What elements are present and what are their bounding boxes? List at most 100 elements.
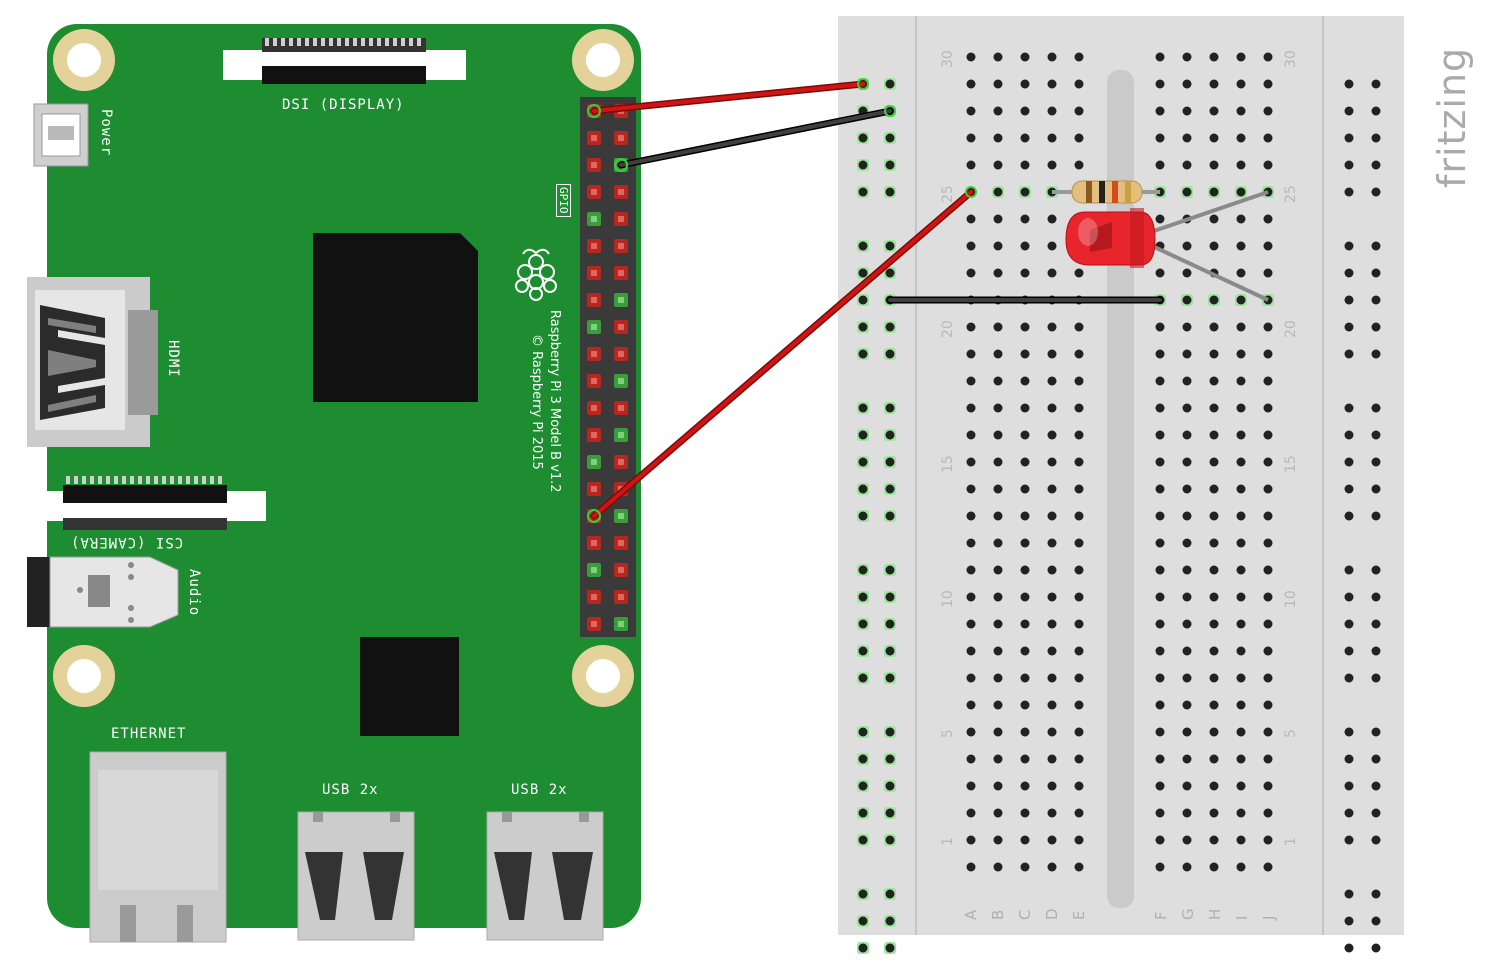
- resistor-band: [1099, 181, 1105, 203]
- power-rail-hole: [1371, 430, 1381, 440]
- breadboard-hole: [1047, 268, 1057, 278]
- breadboard-hole: [1209, 241, 1219, 251]
- breadboard-hole: [966, 133, 976, 143]
- breadboard-hole: [1020, 133, 1030, 143]
- breadboard-hole: [1263, 79, 1273, 89]
- breadboard-hole: [1020, 727, 1030, 737]
- breadboard-hole: [993, 79, 1003, 89]
- power-rail-hole: [1371, 511, 1381, 521]
- dsi-pin: [353, 38, 357, 46]
- breadboard-hole: [966, 484, 976, 494]
- power-rail-hole: [1371, 835, 1381, 845]
- breadboard-hole: [1155, 646, 1165, 656]
- power-rail-hole: [885, 187, 895, 197]
- breadboard-hole: [1182, 484, 1192, 494]
- breadboard-hole: [1263, 673, 1273, 683]
- breadboard-hole: [1182, 781, 1192, 791]
- breadboard-hole: [1047, 781, 1057, 791]
- gpio-pin-center: [591, 324, 597, 330]
- breadboard-hole: [1182, 673, 1192, 683]
- breadboard-hole: [1182, 241, 1192, 251]
- hdmi-port: [27, 277, 158, 447]
- power-rail-hole: [858, 835, 868, 845]
- power-label: Power: [98, 109, 114, 157]
- breadboard-hole: [1047, 565, 1057, 575]
- breadboard-hole: [1263, 619, 1273, 629]
- breadboard-hole: [966, 241, 976, 251]
- breadboard-hole: [1263, 808, 1273, 818]
- power-rail-hole: [1344, 133, 1354, 143]
- raspberry-logo: [515, 248, 557, 301]
- dsi-pin: [337, 38, 341, 46]
- gpio-pin-center: [618, 243, 624, 249]
- power-rail-hole: [858, 646, 868, 656]
- gpio-pin-center: [591, 486, 597, 492]
- breadboard-hole: [1182, 592, 1192, 602]
- breadboard-hole: [1182, 376, 1192, 386]
- breadboard-hole: [993, 781, 1003, 791]
- breadboard-hole: [993, 862, 1003, 872]
- column-letter-d: D: [1043, 908, 1061, 920]
- breadboard-hole: [1263, 241, 1273, 251]
- board-copyright-text: © Raspberry Pi 2015: [529, 334, 544, 470]
- breadboard-hole: [1263, 457, 1273, 467]
- gpio-pin-center: [591, 621, 597, 627]
- gpio-pin-center: [591, 378, 597, 384]
- row-number-1-right: 1: [1283, 837, 1299, 846]
- breadboard-hole: [1020, 403, 1030, 413]
- breadboard-hole: [993, 511, 1003, 521]
- power-rail-hole: [1344, 754, 1354, 764]
- lan-chip: [360, 637, 459, 736]
- breadboard-hole: [1155, 430, 1165, 440]
- center-channel: [1107, 70, 1134, 908]
- breadboard-hole: [966, 430, 976, 440]
- breadboard-hole: [1047, 214, 1057, 224]
- breadboard-hole: [966, 754, 976, 764]
- breadboard-hole: [1074, 376, 1084, 386]
- breadboard-hole: [1074, 673, 1084, 683]
- csi-pin: [146, 476, 150, 484]
- breadboard-hole: [1020, 565, 1030, 575]
- power-rail-hole: [885, 403, 895, 413]
- breadboard-hole: [1074, 619, 1084, 629]
- csi-pin: [218, 476, 222, 484]
- usb-port-2: [486, 811, 604, 941]
- breadboard-hole: [1155, 781, 1165, 791]
- gpio-pin-center: [618, 459, 624, 465]
- power-rail-hole: [1371, 457, 1381, 467]
- column-letter-e: E: [1070, 910, 1088, 920]
- breadboard-hole: [1263, 565, 1273, 575]
- breadboard-hole: [1182, 619, 1192, 629]
- breadboard-hole: [1155, 376, 1165, 386]
- breadboard-hole: [1236, 646, 1246, 656]
- csi-pin: [186, 476, 190, 484]
- column-letter-j: J: [1260, 915, 1278, 920]
- csi-pin: [210, 476, 214, 484]
- breadboard-hole: [1209, 295, 1219, 305]
- power-rail-hole: [858, 808, 868, 818]
- breadboard-hole: [1182, 349, 1192, 359]
- csi-pin: [74, 476, 78, 484]
- breadboard-hole: [966, 565, 976, 575]
- power-rail-hole: [1371, 349, 1381, 359]
- breadboard-hole: [966, 646, 976, 656]
- power-rail-hole: [1371, 241, 1381, 251]
- breadboard-hole: [966, 52, 976, 62]
- breadboard-hole: [1155, 619, 1165, 629]
- breadboard-hole: [1047, 457, 1057, 467]
- breadboard-hole: [1047, 511, 1057, 521]
- breadboard-hole: [1074, 403, 1084, 413]
- breadboard-hole: [993, 187, 1003, 197]
- power-rail-hole: [885, 241, 895, 251]
- power-rail-hole: [1344, 835, 1354, 845]
- breadboard-hole: [1236, 349, 1246, 359]
- breadboard-hole: [993, 241, 1003, 251]
- breadboard-hole: [993, 106, 1003, 116]
- breadboard-hole: [966, 673, 976, 683]
- power-rail-hole: [858, 781, 868, 791]
- breadboard-hole: [993, 133, 1003, 143]
- micro-usb-power: [33, 103, 89, 167]
- breadboard-hole: [1182, 133, 1192, 143]
- power-rail-hole: [1344, 592, 1354, 602]
- breadboard-hole: [1074, 646, 1084, 656]
